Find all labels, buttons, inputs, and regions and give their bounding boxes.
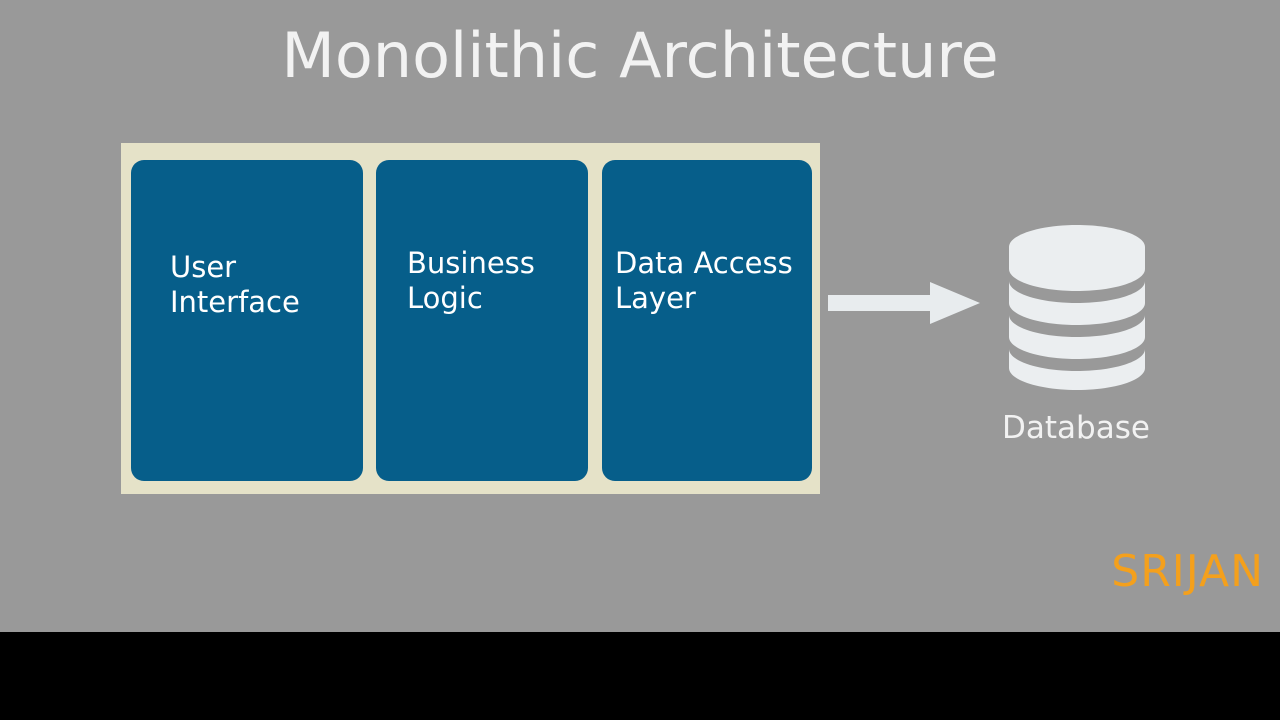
layer-label-data-access-layer: Data Access Layer: [615, 246, 793, 316]
footer-bar: [0, 632, 1280, 720]
layer-label-business-logic: Business Logic: [407, 246, 535, 316]
layer-box-business-logic[interactable]: Business Logic: [376, 160, 588, 481]
monolith-to-database-arrow: [828, 282, 980, 324]
database-label: Database: [1002, 410, 1150, 446]
brand-logo-srijan: SRIJAN: [1111, 546, 1264, 597]
database-cylinder-icon: [1009, 225, 1145, 390]
slide-canvas: Monolithic Architecture User Interface B…: [0, 0, 1280, 632]
layer-label-user-interface: User Interface: [170, 250, 300, 320]
layer-box-data-access-layer[interactable]: Data Access Layer: [602, 160, 812, 481]
page-title: Monolithic Architecture: [281, 19, 999, 92]
layer-box-user-interface[interactable]: User Interface: [131, 160, 363, 481]
